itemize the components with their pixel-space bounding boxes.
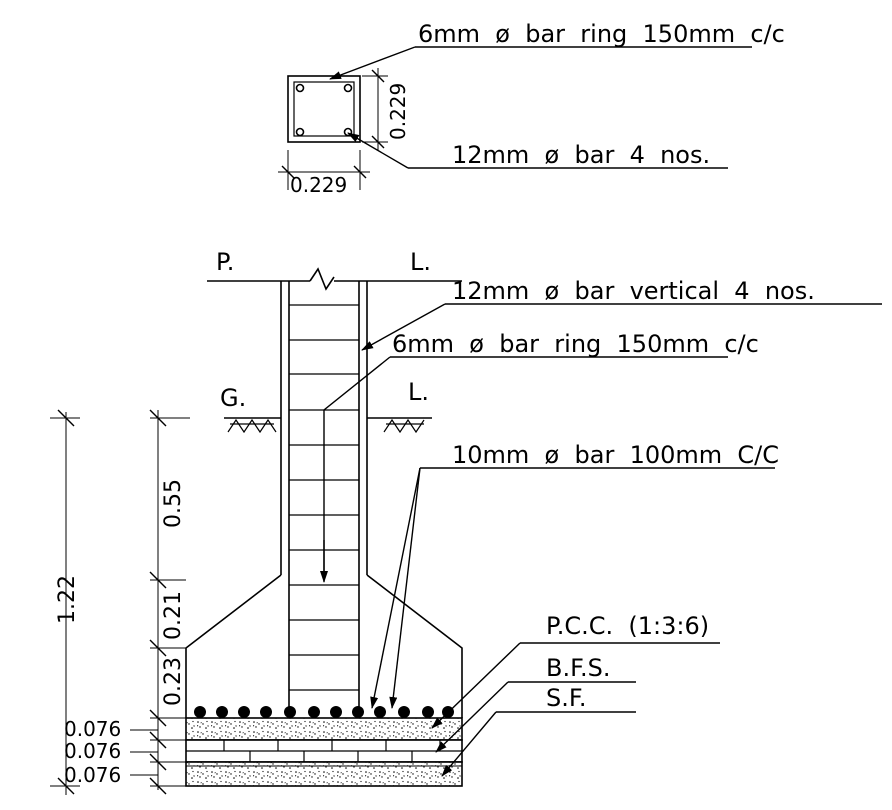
mesh-leader-1 [370, 467, 421, 709]
mesh-leader-2 [389, 467, 421, 709]
dim-d6: 0.076 [64, 763, 121, 787]
bar-leader-line [347, 132, 409, 169]
bfs-label: B.F.S. [546, 654, 611, 682]
vertical-bar-leader [361, 303, 446, 351]
plinth-label-l: L. [410, 248, 431, 276]
rebar-dot [295, 83, 305, 93]
dimension-lines [50, 409, 190, 795]
dim-d5: 0.076 [64, 739, 121, 763]
rebar-dot [343, 83, 353, 93]
sf-label: S.F. [546, 684, 586, 712]
section-width-dimension: 0.229 [290, 173, 347, 197]
pcc-leader [431, 642, 521, 729]
mesh-label: 10mm ø bar 100mm C/C [452, 441, 779, 469]
dim-d4: 0.076 [64, 717, 121, 741]
break-symbol [309, 267, 335, 291]
column-cross-section [278, 46, 752, 190]
ground-hatch [227, 418, 425, 434]
footing-right-profile [366, 574, 463, 718]
ring-leader [323, 356, 391, 580]
dim-d3: 0.23 [161, 657, 186, 706]
dim-d2: 0.21 [161, 591, 186, 640]
bfs-leader [435, 681, 509, 753]
dim-d1: 0.55 [161, 479, 186, 528]
vertical-bar-label: 12mm ø bar vertical 4 nos. [452, 277, 815, 305]
ring-leader-line [329, 46, 416, 80]
column-outline [287, 75, 361, 143]
section-height-dimension: 0.229 [386, 83, 410, 140]
section-ring-label: 6mm ø bar ring 150mm c/c [418, 20, 785, 48]
pcc-label: P.C.C. (1:3:6) [546, 612, 709, 640]
dim-total: 1.22 [55, 575, 80, 624]
plinth-label-p: P. [216, 248, 234, 276]
footing-left-profile [185, 574, 282, 718]
footing-elevation [185, 267, 882, 718]
foundation-layers [185, 642, 720, 787]
rebar-dot [295, 127, 305, 137]
section-bar-label: 12mm ø bar 4 nos. [452, 141, 710, 169]
sf-leader [441, 711, 497, 777]
pcc-layer [185, 717, 463, 741]
ground-label-l: L. [408, 378, 429, 406]
ring-outline [293, 81, 355, 137]
ring-label: 6mm ø bar ring 150mm c/c [392, 330, 759, 358]
ground-label-g: G. [220, 384, 246, 412]
bottom-mesh-bars [194, 706, 454, 718]
